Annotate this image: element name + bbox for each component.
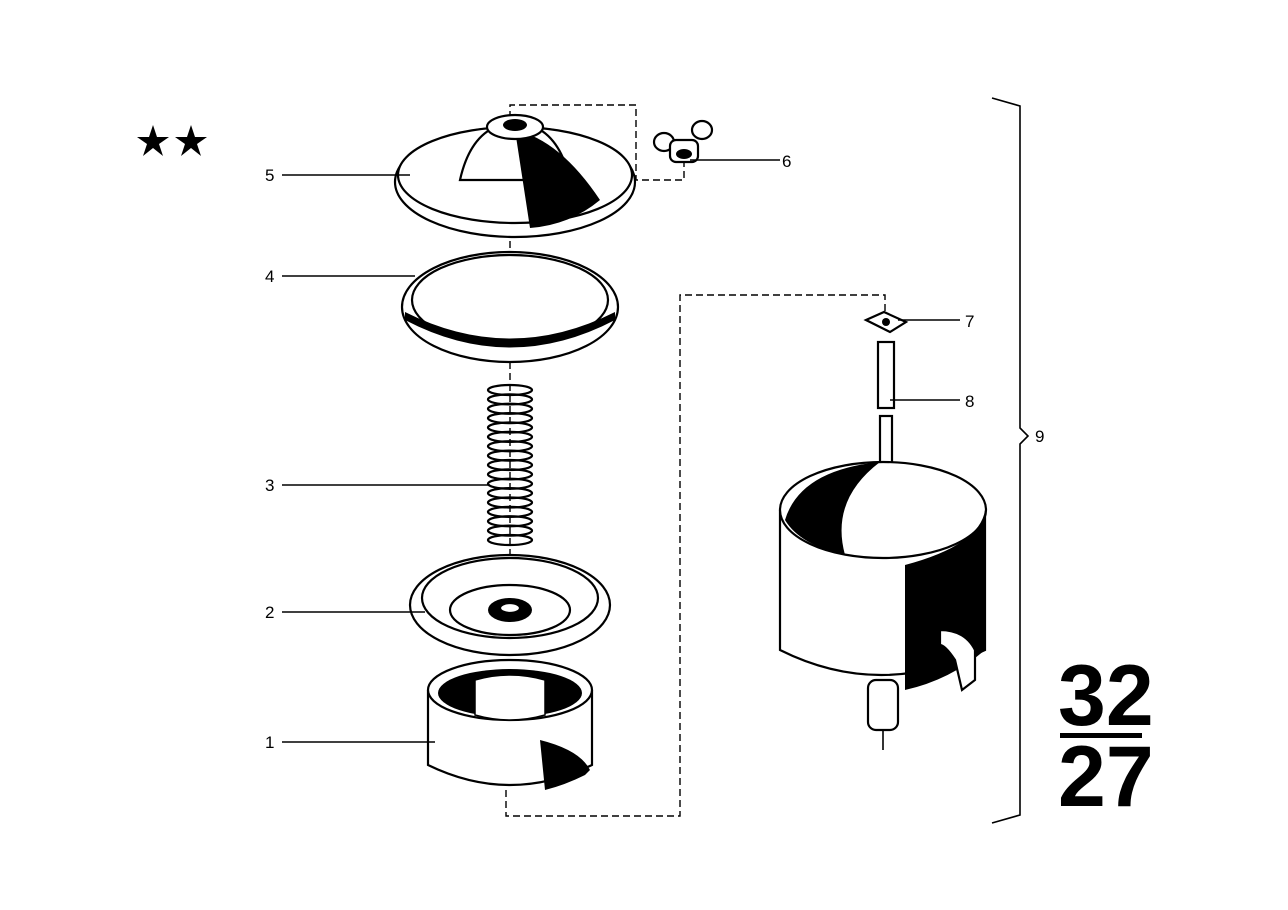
callout-9: 9 [1035, 427, 1044, 446]
callout-7: 7 [965, 312, 974, 331]
filter-plate-part [408, 553, 612, 657]
spring-coil [486, 533, 534, 547]
callout-4: 4 [265, 267, 274, 286]
clip-part [863, 310, 909, 334]
housing-to-filter-connector [505, 294, 886, 817]
group-number-divider [1060, 733, 1142, 738]
callout-5: 5 [265, 166, 274, 185]
callout-6: 6 [782, 152, 791, 171]
cover-to-wingnut-connector [509, 104, 685, 181]
callout-2: 2 [265, 603, 274, 622]
assembly-bracket [991, 97, 1030, 824]
callout-3: 3 [265, 476, 274, 495]
compression-spring-part [486, 383, 534, 547]
wing-nut-part [652, 119, 714, 164]
housing-ring-part [426, 658, 594, 790]
cover-part [393, 113, 637, 239]
group-number: 32 27 [1058, 648, 1154, 825]
callout-8: 8 [965, 392, 974, 411]
group-number-top: 32 [1058, 648, 1154, 744]
group-number-bottom: 27 [1058, 729, 1154, 825]
callout-1: 1 [265, 733, 274, 752]
two-star-icon [137, 125, 207, 156]
gasket-ring-part [400, 250, 620, 364]
filter-assembly-part [778, 460, 988, 750]
